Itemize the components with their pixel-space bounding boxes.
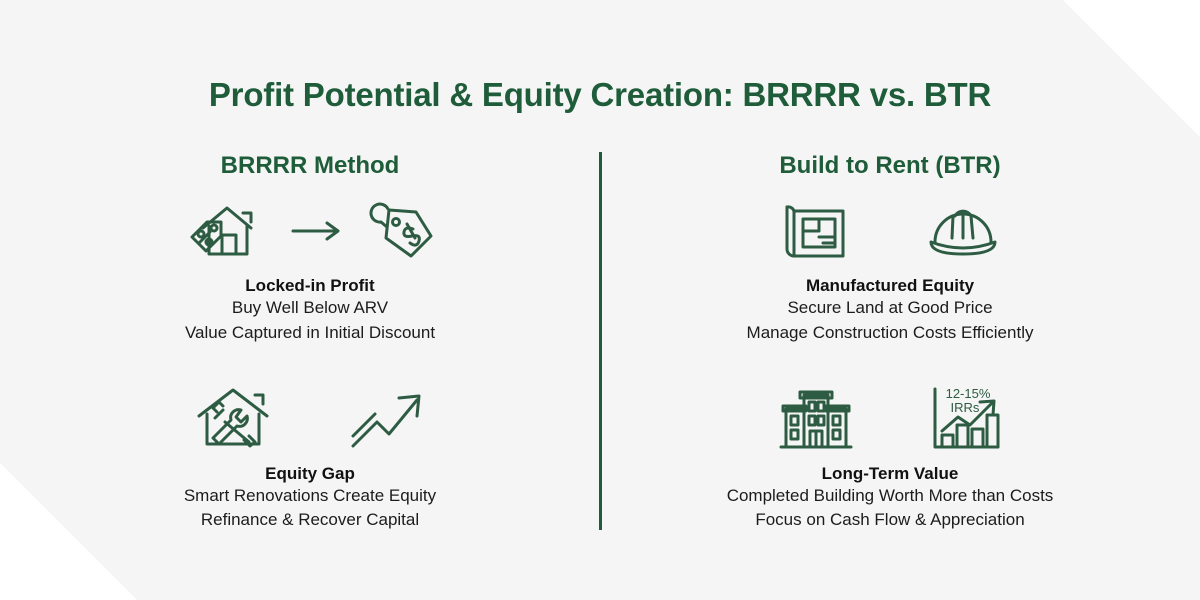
column-btr: Build to Rent (BTR) — [610, 152, 1170, 533]
price-tag-dollar-icon — [369, 198, 439, 264]
item-title-locked-in-profit: Locked-in Profit — [245, 276, 375, 295]
item-title-manufactured-equity: Manufactured Equity — [805, 276, 975, 295]
item-title-equity-gap: Equity Gap — [265, 463, 355, 483]
column-divider — [599, 152, 602, 530]
upward-trend-arrow-icon — [347, 386, 427, 452]
irr-chart-label-percent: 12-15% — [946, 386, 991, 401]
column-heading-btr: Build to Rent (BTR) — [779, 152, 1001, 179]
house-discount-tag-icon — [181, 197, 265, 265]
item-line: Refinance & Recover Capital — [200, 510, 420, 530]
item-line: Buy Well Below ARV — [231, 298, 389, 317]
column-brrrr: BRRRR Method — [30, 152, 590, 533]
block-long-term-value: 12-15% IRRs Long-Term Value Completed Bu… — [610, 382, 1170, 534]
blueprint-floorplan-icon — [779, 197, 851, 265]
icon-group-locked-in-profit — [30, 194, 590, 268]
block-equity-gap: Equity Gap Smart Renovations Create Equi… — [30, 382, 590, 534]
page-title: Profit Potential & Equity Creation: BRRR… — [208, 76, 992, 113]
item-line: Value Captured in Initial Discount — [184, 322, 436, 342]
item-title-long-term-value: Long-Term Value — [821, 463, 959, 483]
item-line: Secure Land at Good Price — [787, 298, 993, 317]
icon-group-long-term-value: 12-15% IRRs — [610, 382, 1170, 456]
column-heading-brrrr: BRRRR Method — [220, 152, 400, 179]
item-line: Completed Building Worth More than Costs — [726, 485, 1054, 505]
hard-hat-icon — [925, 200, 1001, 262]
item-line: Smart Renovations Create Equity — [183, 485, 437, 505]
arrow-right-icon — [291, 219, 343, 243]
block-manufactured-equity: Manufactured Equity Secure Land at Good … — [610, 194, 1170, 346]
irr-chart-label-irrs: IRRs — [951, 400, 980, 415]
icon-group-equity-gap — [30, 382, 590, 456]
icon-group-manufactured-equity — [610, 194, 1170, 268]
item-line: Focus on Cash Flow & Appreciation — [755, 510, 1025, 530]
apartment-building-icon — [778, 385, 854, 453]
block-locked-in-profit: Locked-in Profit Buy Well Below ARV Valu… — [30, 194, 590, 346]
item-line: Manage Construction Costs Efficiently — [746, 322, 1034, 342]
house-renovation-tools-icon — [193, 384, 273, 454]
irr-bar-chart-icon: 12-15% IRRs — [928, 385, 1002, 453]
